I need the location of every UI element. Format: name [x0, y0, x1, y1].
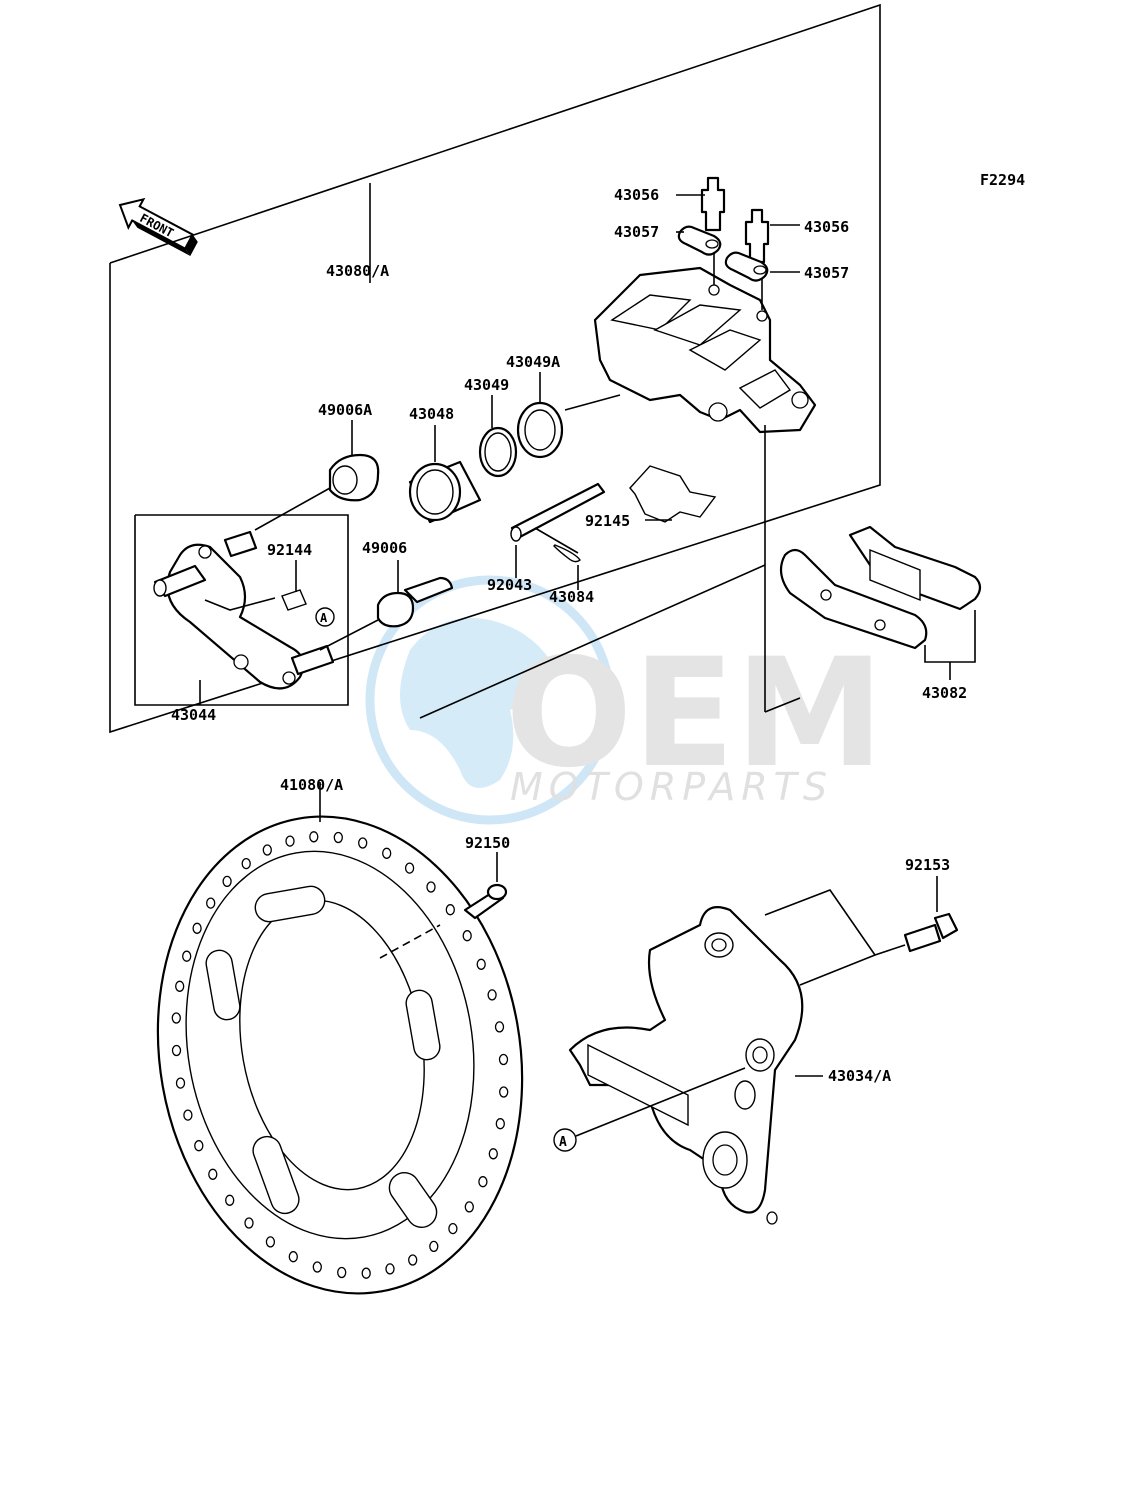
- front-arrow-icon: FRONT: [118, 197, 198, 256]
- callout-92153: 92153: [905, 856, 950, 874]
- vent-hole: [182, 950, 192, 962]
- caliper-bracket-43044: [153, 530, 335, 690]
- callout-41080A: 41080/A: [280, 776, 343, 794]
- svg-text:A: A: [559, 1135, 567, 1150]
- vent-hole: [337, 1266, 347, 1279]
- callout-43057-left: 43057: [614, 223, 659, 241]
- vent-hole: [499, 1086, 509, 1098]
- callout-92145: 92145: [585, 512, 630, 530]
- vent-hole: [358, 837, 368, 849]
- diagram-code: F2294: [980, 171, 1025, 189]
- vent-hole: [462, 930, 472, 942]
- bracket-bolt-92153: [903, 912, 959, 953]
- pad-pin-92043: [510, 482, 606, 542]
- callout-92150: 92150: [465, 834, 510, 852]
- bracket-subassembly-outline: [134, 514, 349, 706]
- vent-hole: [408, 1254, 418, 1266]
- callout-92043: 92043: [487, 576, 532, 594]
- vent-hole: [426, 881, 436, 893]
- brake-disc-41080A: [156, 815, 524, 1295]
- reference-mark-a-bottom: A: [553, 1128, 577, 1152]
- callout-43048: 43048: [409, 405, 454, 423]
- vent-hole: [445, 904, 455, 916]
- callout-43049A: 43049A: [506, 353, 560, 371]
- vent-hole: [171, 1012, 181, 1024]
- vent-hole: [265, 1236, 276, 1248]
- vent-hole: [448, 1222, 458, 1235]
- vent-hole: [206, 897, 216, 909]
- bleeder-cap-right: [724, 251, 769, 282]
- vent-hole: [192, 922, 202, 934]
- vent-hole: [361, 1267, 371, 1279]
- bleeder-valve-left: [700, 176, 726, 232]
- vent-hole: [222, 875, 232, 888]
- piston-43048: [408, 460, 482, 524]
- watermark-brand: OEM: [505, 627, 884, 801]
- bleeder-valve-right: [744, 208, 770, 264]
- vent-hole: [208, 1168, 218, 1180]
- vent-hole: [464, 1201, 474, 1213]
- piston-seal-43049A: [516, 401, 564, 459]
- vent-hole: [285, 835, 295, 847]
- vent-hole: [385, 1263, 395, 1275]
- callout-43049: 43049: [464, 376, 509, 394]
- callout-43056-left: 43056: [614, 186, 659, 204]
- callout-43056-right: 43056: [804, 218, 849, 236]
- vent-hole: [429, 1240, 439, 1253]
- reference-mark-a-top: A: [315, 607, 335, 627]
- vent-hole: [225, 1194, 235, 1206]
- pad-spring-92144: [281, 589, 307, 611]
- vent-hole: [288, 1251, 298, 1263]
- vent-hole: [183, 1109, 193, 1121]
- callout-43084: 43084: [549, 588, 594, 606]
- vent-hole: [498, 1053, 509, 1066]
- svg-text:A: A: [320, 611, 328, 625]
- vent-hole: [171, 1044, 182, 1057]
- vent-hole: [175, 980, 185, 992]
- vent-hole: [487, 989, 497, 1001]
- vent-hole: [262, 844, 272, 856]
- callout-43034A: 43034/A: [828, 1067, 891, 1085]
- watermark-subtitle: MOTORPARTS: [510, 765, 833, 809]
- vent-hole: [312, 1261, 322, 1273]
- vent-hole: [333, 831, 343, 844]
- vent-hole: [382, 847, 392, 859]
- vent-hole: [488, 1148, 498, 1160]
- callout-92144: 92144: [267, 541, 312, 559]
- pin-clip-43084: [553, 544, 581, 563]
- dust-boot-49006A: [328, 453, 380, 502]
- callout-43057-right: 43057: [804, 264, 849, 282]
- vent-hole: [404, 862, 415, 874]
- caliper-bracket-43034A: [568, 906, 804, 1225]
- slide-pin-boot-49006: [376, 576, 454, 628]
- vent-hole: [194, 1140, 204, 1152]
- anti-rattle-spring-92145: [629, 465, 717, 523]
- bleeder-cap-left: [677, 225, 722, 256]
- vent-hole: [494, 1021, 505, 1033]
- callout-43044: 43044: [171, 706, 216, 724]
- disc-vent-holes: [171, 831, 509, 1279]
- caliper-assembly-outline: [109, 3, 881, 734]
- vent-hole: [495, 1118, 505, 1130]
- vent-hole: [244, 1217, 254, 1229]
- brake-pad-front: [848, 525, 982, 611]
- callout-43080A: 43080/A: [326, 262, 389, 280]
- vent-hole: [476, 958, 486, 970]
- callout-49006: 49006: [362, 539, 407, 557]
- brake-pad-rear: [779, 548, 928, 650]
- disc-bolt-92150: [463, 883, 508, 920]
- callout-43082: 43082: [922, 684, 967, 702]
- callout-49006A: 49006A: [318, 401, 372, 419]
- vent-hole: [175, 1077, 186, 1089]
- vent-hole: [241, 857, 251, 870]
- vent-hole: [309, 831, 319, 843]
- caliper-body: [564, 266, 817, 434]
- watermark: OEM MOTORPARTS: [365, 575, 884, 825]
- piston-seal-43049: [478, 426, 518, 478]
- vent-hole: [478, 1176, 488, 1188]
